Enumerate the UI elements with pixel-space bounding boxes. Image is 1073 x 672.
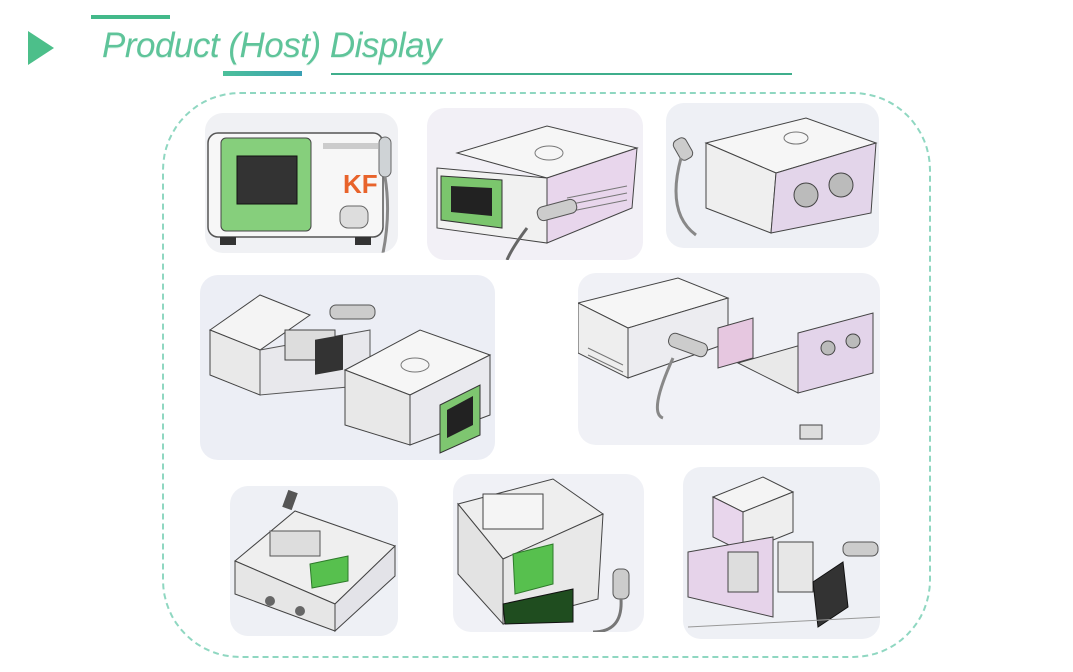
device-exploded-view-left	[200, 275, 495, 460]
header-underline-accent	[223, 71, 302, 76]
page-title: Product (Host) Display	[102, 26, 442, 65]
device-three-quarter-view	[427, 108, 643, 260]
device-exploded-view-right	[578, 273, 880, 445]
header-divider-line	[331, 73, 792, 75]
svg-text:KF: KF	[343, 169, 378, 199]
header-top-accent-bar	[91, 15, 170, 19]
device-front-view: KF	[205, 113, 398, 253]
device-internal-top-view-1	[230, 486, 398, 636]
play-triangle-icon	[28, 31, 54, 65]
device-internal-frame-view	[683, 467, 880, 639]
device-internal-top-view-2	[453, 474, 644, 632]
gallery-frame	[162, 92, 931, 658]
device-rear-view	[666, 103, 879, 248]
